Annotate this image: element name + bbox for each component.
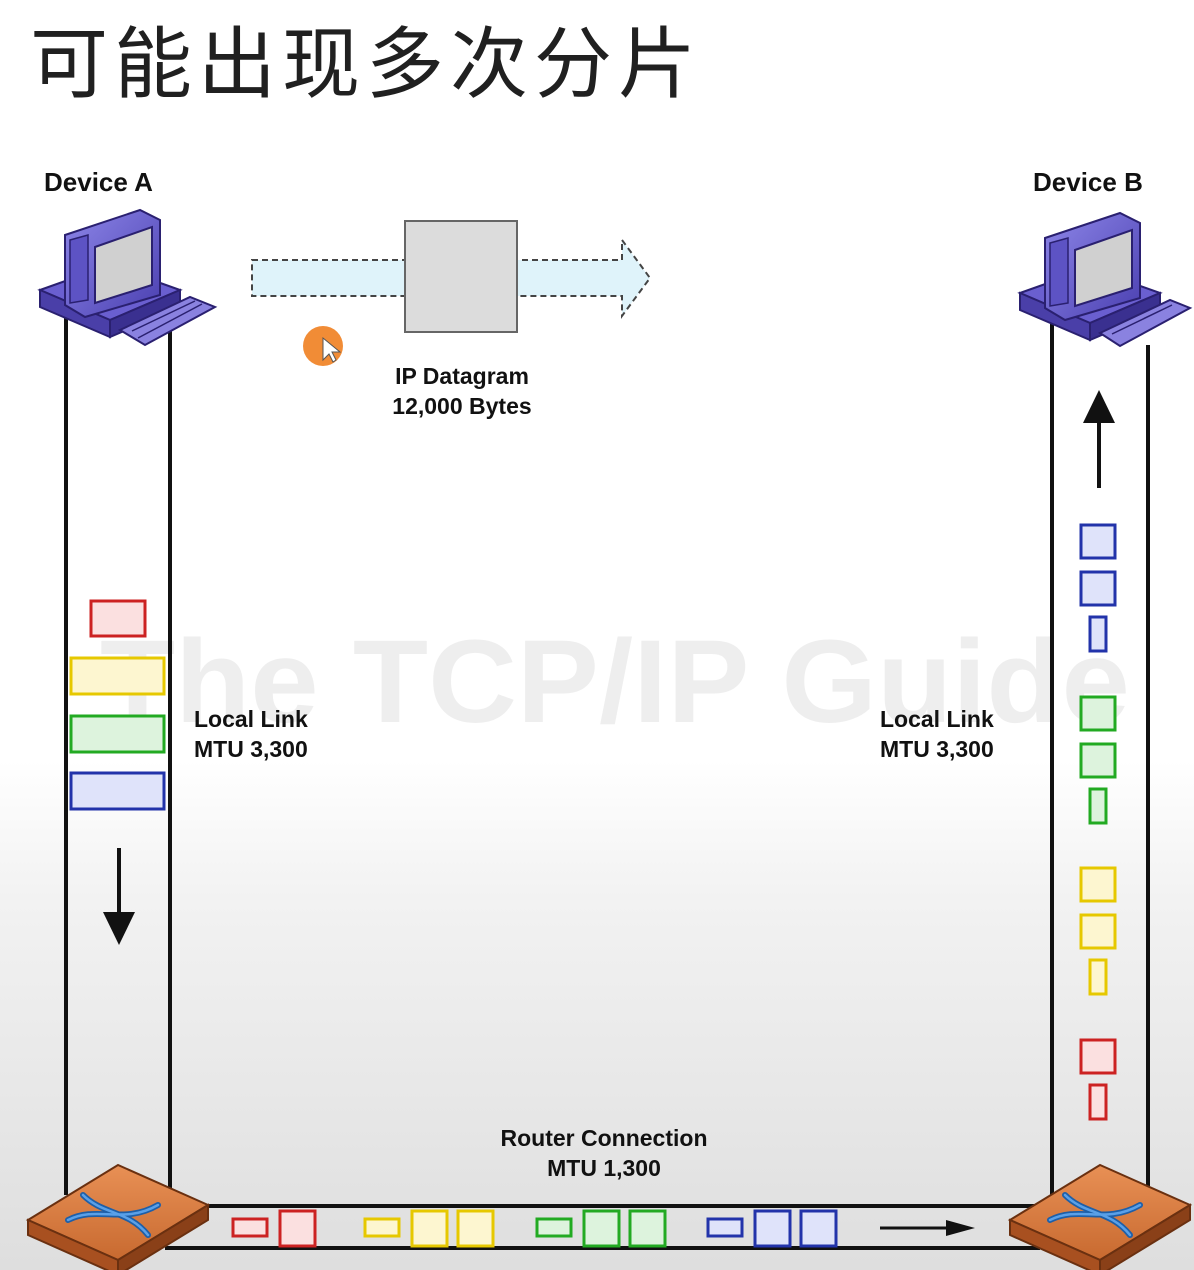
- fragment-block: [231, 1217, 269, 1238]
- left-link-fragments: [69, 599, 166, 811]
- fragment-block: [1088, 958, 1108, 996]
- fragment-block: [69, 656, 166, 696]
- fragment-block: [1079, 913, 1117, 950]
- fragment-block: [582, 1209, 621, 1248]
- fragment-block: [1079, 695, 1117, 732]
- router-icon: [25, 1163, 211, 1270]
- right-link-label-line-2: MTU 3,300: [880, 736, 994, 762]
- fragment-block: [1088, 787, 1108, 825]
- fragment-block: [69, 771, 166, 811]
- router-icon: [1007, 1163, 1193, 1270]
- ip-datagram-box: [404, 220, 518, 333]
- computer-icon: [1017, 211, 1193, 348]
- fragment-block: [535, 1217, 573, 1238]
- router-connection-link: [165, 1204, 1040, 1250]
- router-link-fragments: [231, 1209, 838, 1248]
- fragment-block: [1079, 866, 1117, 903]
- device-b-label: Device B: [1033, 167, 1143, 197]
- fragment-block: [89, 599, 147, 638]
- arrow-down-icon: [103, 848, 135, 945]
- right-link-label-line-1: Local Link: [880, 706, 994, 732]
- left-link-label-line-2: MTU 3,300: [194, 736, 308, 762]
- datagram-label-line-1: IP Datagram: [395, 363, 529, 389]
- fragment-block: [69, 714, 166, 754]
- fragment-block: [628, 1209, 667, 1248]
- fragment-block: [278, 1209, 317, 1248]
- fragment-block: [1079, 570, 1117, 607]
- fragment-block: [456, 1209, 495, 1248]
- fragment-block: [1079, 523, 1117, 560]
- datagram-label-line-2: 12,000 Bytes: [392, 393, 531, 419]
- cursor-pointer-icon: [303, 326, 343, 366]
- device-a-label: Device A: [44, 167, 153, 197]
- fragment-block: [706, 1217, 744, 1238]
- fragment-block: [410, 1209, 449, 1248]
- right-local-link: [1050, 320, 1150, 1195]
- router-link-label-line-1: Router Connection: [501, 1125, 708, 1151]
- fragment-block: [1088, 615, 1108, 653]
- arrow-right-icon: [880, 1220, 975, 1236]
- fragment-block: [753, 1209, 792, 1248]
- watermark: The TCP/IP Guide: [100, 616, 1130, 748]
- fragment-block: [1079, 1038, 1117, 1075]
- fragment-block: [1079, 742, 1117, 779]
- fragment-block: [363, 1217, 401, 1238]
- right-link-fragments: [1079, 523, 1117, 1121]
- router-link-label-line-2: MTU 1,300: [547, 1155, 661, 1181]
- fragment-block: [1088, 1083, 1108, 1121]
- left-link-label-line-1: Local Link: [194, 706, 308, 732]
- left-local-link: [64, 300, 172, 1195]
- slide-title: 可能出现多次分片: [30, 20, 703, 110]
- fragment-block: [799, 1209, 838, 1248]
- computer-icon: [37, 208, 218, 347]
- arrow-up-icon: [1083, 390, 1115, 488]
